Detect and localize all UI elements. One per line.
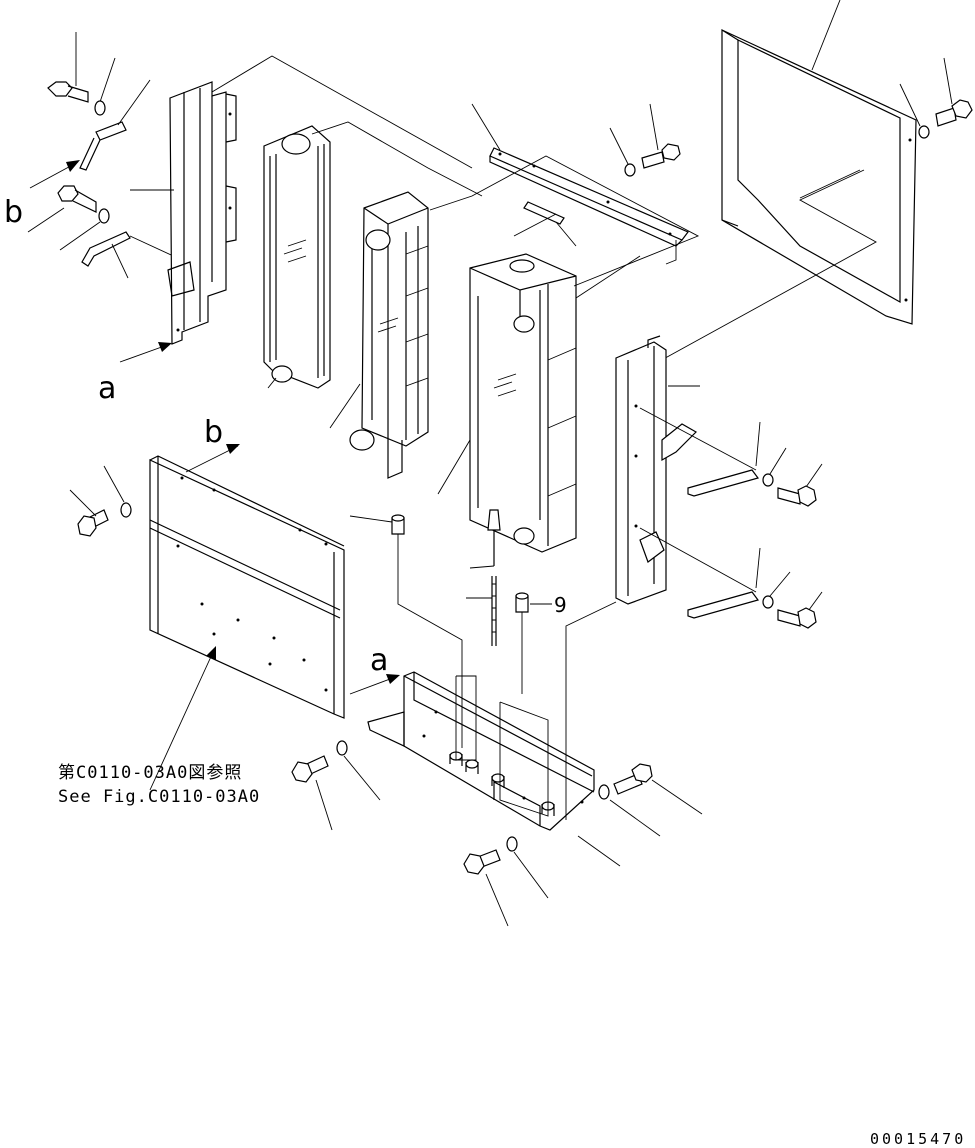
arrow-b-left (29, 160, 80, 189)
drawing-code: 00015470 (870, 1130, 966, 1148)
leader-left-panel (211, 55, 473, 169)
stay-upper-right (639, 407, 761, 497)
leader-center-bars (429, 155, 700, 287)
washer-top-right (899, 83, 930, 139)
bolt-left-panel (69, 489, 109, 537)
drain-hose (466, 576, 497, 646)
small-plate (523, 201, 577, 247)
front-cover-panel (149, 455, 345, 719)
callout-a-left: a (98, 371, 116, 406)
fan-shroud (657, 0, 917, 363)
leader-center-small (513, 213, 557, 237)
washer-top-left (94, 57, 116, 116)
bolt-upper-right (777, 463, 823, 507)
top-support-bar (471, 103, 689, 265)
right-side-panel (615, 335, 700, 605)
bolt-base-left (291, 755, 333, 831)
reference-note-en: See Fig.C0110-03A0 (58, 787, 260, 807)
callout-b-panel: b (204, 415, 223, 450)
bolt-base-front (463, 849, 509, 927)
washer-top-center (609, 127, 636, 177)
stay-lower-right (639, 527, 761, 619)
radiator-core (437, 253, 641, 553)
callout-b-left: b (4, 195, 23, 230)
washer-left-panel (103, 465, 132, 518)
reference-note-jp: 第C0110-03A0図参照 (58, 763, 242, 783)
arrow-a-base (349, 674, 400, 695)
washer-base-right (598, 784, 661, 837)
arrow-a-left (119, 342, 172, 363)
washer-base-left (336, 740, 381, 801)
aftercooler-core (329, 191, 429, 523)
leader-reference-note (149, 649, 215, 791)
bolt-top-right (935, 57, 973, 127)
bolt-lower-right (777, 591, 823, 629)
bolt-top-center (641, 103, 681, 169)
box-grommet-left (455, 675, 477, 761)
oil-cooler-core (263, 121, 483, 389)
drain-valve (469, 509, 501, 569)
callout-a-base: a (370, 643, 388, 678)
arrow-b-panel (185, 444, 240, 473)
bracket-top-left (79, 79, 151, 171)
washer-b-left (59, 208, 110, 251)
bolt-base-right (613, 763, 703, 815)
item-number-9: 9 (554, 593, 567, 617)
box-grommet-right (499, 701, 549, 817)
base-support (367, 671, 621, 867)
leader-grommet-upper (397, 534, 463, 748)
reference-arrowhead (206, 646, 216, 660)
grommet-upper (391, 514, 405, 535)
bracket-mid-left (81, 231, 183, 279)
washer-lower-right (762, 571, 791, 609)
washer-upper-right (762, 447, 787, 487)
left-side-panel (130, 81, 237, 345)
bolt-top-left (47, 32, 89, 103)
washer-base-front (506, 836, 549, 899)
bolt-b-left (27, 185, 97, 233)
grommet-item-9 (515, 592, 552, 613)
leader-right-panel-base (565, 601, 617, 820)
